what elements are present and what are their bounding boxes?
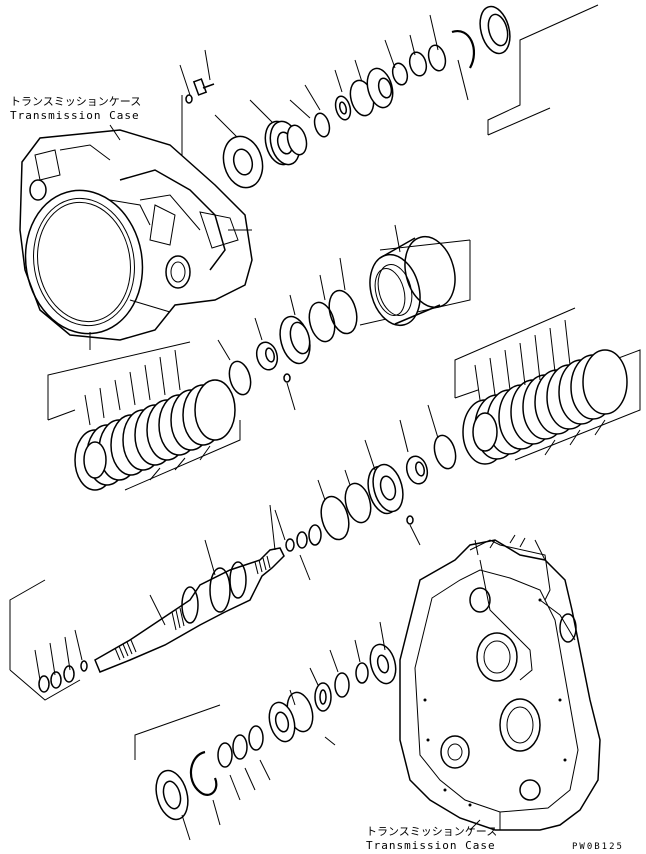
lower-bearing-stack <box>134 621 397 841</box>
drum-assembly <box>217 224 471 411</box>
bolt-top <box>185 78 215 104</box>
case-bottom-label-jp: トランスミッションケース <box>366 825 498 838</box>
case-top-label-jp: トランスミッションケース <box>10 95 142 108</box>
top-leader-lines <box>179 4 599 155</box>
drawing-code: PW0B125 <box>572 842 624 852</box>
top-bearing-stack <box>222 5 511 189</box>
case-bottom-label-en: Transmission Case <box>366 839 496 852</box>
shaft-end-rings <box>9 579 88 701</box>
transmission-case-upper <box>19 129 253 350</box>
center-gear-group <box>274 404 457 581</box>
case-top-leader <box>109 124 121 141</box>
clutch-pack-right <box>454 307 641 465</box>
clutch-pack-left <box>47 341 241 491</box>
case-top-label-en: Transmission Case <box>10 109 140 122</box>
main-shaft <box>94 504 285 673</box>
transmission-case-lower <box>399 534 601 831</box>
case-bottom-leader <box>469 819 481 831</box>
